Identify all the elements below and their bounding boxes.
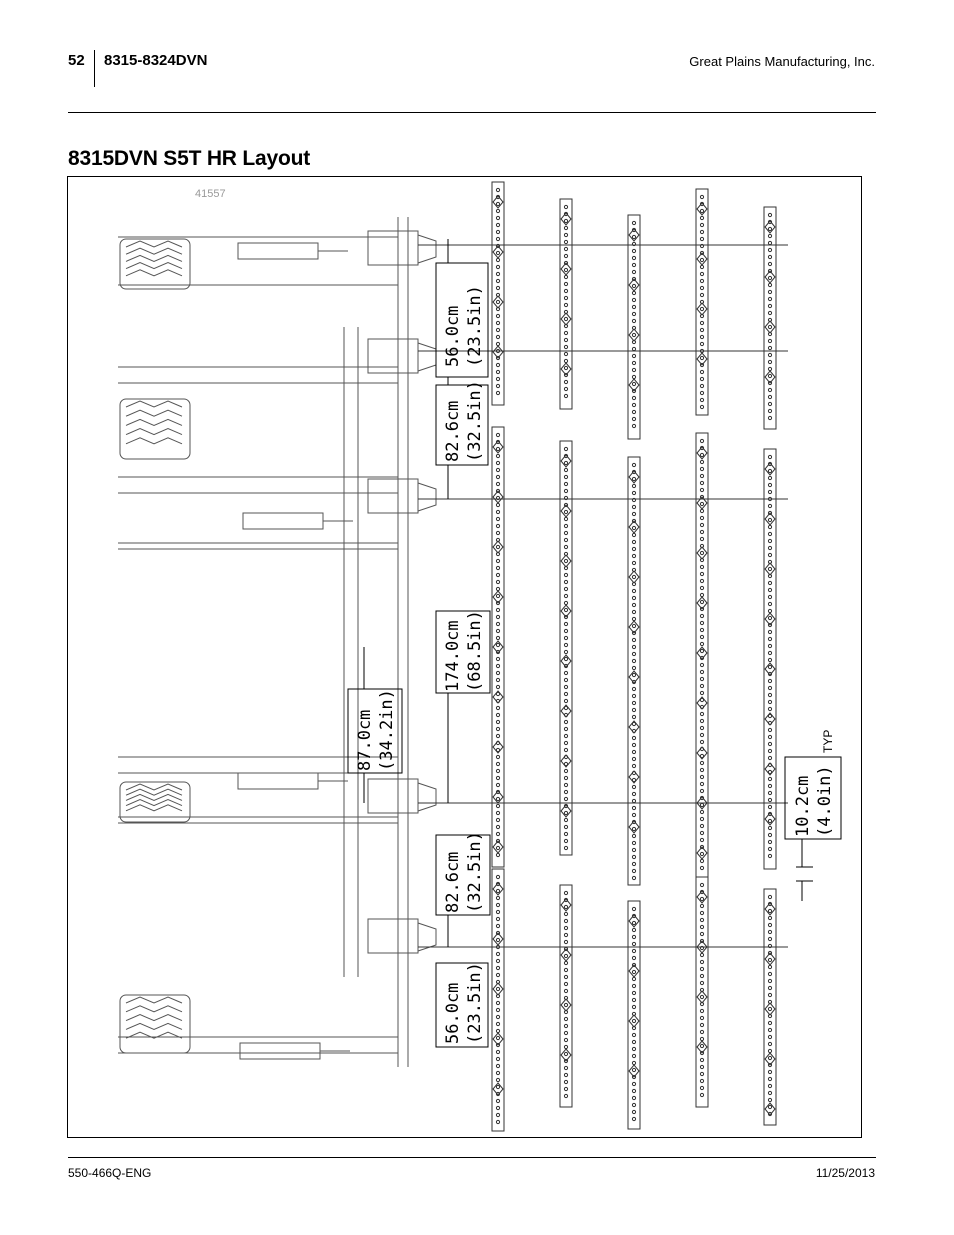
- layout-drawing: 56.0cm (23.5in) 82.6cm (32.5in) 174.0cm …: [118, 181, 842, 1132]
- dim-box-1: 56.0cm (23.5in): [435, 262, 489, 378]
- shank-mount: [367, 918, 437, 954]
- tool-bar: [627, 456, 641, 886]
- dim-3-imperial: (68.5in): [465, 610, 485, 692]
- tool-bar: [491, 181, 505, 406]
- hydraulic-cylinder: [237, 772, 348, 790]
- dim-box-6: 56.0cm (23.5in): [435, 962, 489, 1048]
- shank-mount: [367, 478, 437, 514]
- tire: [119, 398, 191, 460]
- figure-number: 41557: [195, 188, 226, 200]
- tire: [119, 781, 191, 823]
- header-rule: [68, 112, 876, 113]
- typ-label: TYP: [821, 730, 835, 753]
- hydraulic-cylinder: [237, 242, 348, 260]
- document-date: 11/25/2013: [815, 1166, 875, 1180]
- document-number: 550-466Q-ENG: [68, 1166, 152, 1180]
- footer-rule: [68, 1157, 876, 1158]
- hydraulic-cylinder: [239, 1042, 350, 1060]
- shank-mount: [367, 338, 437, 374]
- header-divider: [94, 50, 95, 87]
- model-number: 8315-8324DVN: [104, 52, 208, 69]
- dim-box-2: 82.6cm (32.5in): [435, 380, 489, 466]
- tool-bar: [559, 198, 573, 410]
- tool-bar: [695, 876, 709, 1108]
- dim-box-3: 174.0cm (68.5in): [435, 610, 491, 694]
- tire: [119, 238, 191, 290]
- dim-5-imperial: (32.5in): [465, 831, 485, 913]
- page-number: 52: [68, 52, 85, 69]
- shank-mount: [367, 778, 437, 814]
- tool-bar: [627, 214, 641, 440]
- tool-bar: [559, 884, 573, 1108]
- dim-1-metric: 56.0cm: [443, 306, 463, 367]
- layout-figure: 41557 56.0cm (23.5in) 82.6cm (32.5in) 17…: [67, 176, 862, 1138]
- tire: [119, 994, 191, 1054]
- tool-bar: [491, 426, 505, 868]
- tool-bar: [763, 448, 777, 870]
- dim-2-imperial: (32.5in): [465, 380, 485, 462]
- tool-bar: [763, 888, 777, 1126]
- dim-6-imperial: (23.5in): [465, 962, 485, 1044]
- section-title: 8315DVN S5T HR Layout: [68, 147, 311, 170]
- hydraulic-cylinder: [242, 512, 353, 530]
- tool-bar: [627, 900, 641, 1130]
- dim-7-imperial: (4.0in): [815, 765, 835, 837]
- shank-mount: [367, 230, 437, 266]
- dim-box-7: 10.2cm (4.0in): [784, 756, 842, 840]
- tool-bar: [695, 432, 709, 878]
- dim-box-5: 82.6cm (32.5in): [435, 831, 491, 916]
- dim-7-metric: 10.2cm: [793, 776, 813, 837]
- tool-bar: [559, 440, 573, 856]
- tool-bar: [695, 188, 709, 416]
- dim-2-metric: 82.6cm: [443, 401, 463, 462]
- dim-5-metric: 82.6cm: [443, 852, 463, 913]
- dim-3-metric: 174.0cm: [443, 620, 463, 692]
- dim-6-metric: 56.0cm: [443, 983, 463, 1044]
- dim-box-4: 87.0cm (34.2in): [347, 688, 403, 774]
- tool-bar: [763, 206, 777, 430]
- dim-1-imperial: (23.5in): [465, 285, 485, 367]
- dim-4-imperial: (34.2in): [377, 689, 397, 771]
- company-name: Great Plains Manufacturing, Inc.: [689, 54, 875, 69]
- dim-4-metric: 87.0cm: [355, 710, 375, 771]
- tool-bar: [491, 868, 505, 1132]
